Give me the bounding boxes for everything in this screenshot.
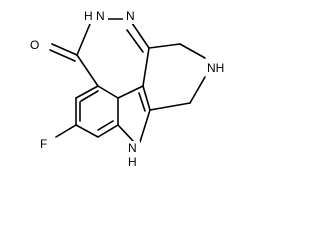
fluorine-label: F	[40, 137, 47, 151]
bond-benzene-2	[97, 85, 119, 99]
bond-benzene-4	[97, 124, 119, 138]
imine-nitrogen-label: N	[126, 9, 135, 23]
bond-pyrrole-right	[139, 109, 151, 143]
fluorine-backing	[38, 135, 50, 151]
imine-nitrogen-backing	[123, 8, 137, 24]
bond-imine-to-ring	[142, 47, 150, 87]
carbonyl-oxygen-label: O	[30, 38, 39, 52]
indole-nitrogen-backing	[126, 141, 140, 169]
bond-benzene-inner-2	[97, 120, 114, 131]
bond-imine-double-1	[131, 22, 150, 49]
bond-pyridine-1	[148, 43, 181, 49]
structure-canvas: O H N N NH N H F	[27, 8, 233, 169]
bond-pyridine-2	[179, 43, 206, 59]
bond-pyrrole-left	[117, 124, 136, 144]
amine-nitrogen-backing	[205, 60, 233, 76]
bond-pyridine-4	[149, 102, 191, 111]
indole-nitrogen-label: N	[128, 141, 137, 155]
bond-imine-double-2	[126, 29, 144, 53]
amide-hydrogen-label: H	[84, 9, 93, 23]
bond-fluorine	[55, 124, 77, 138]
bond-benzene-1	[75, 85, 99, 99]
indole-hydrogen-label: H	[128, 155, 137, 169]
chemical-structure: O H N N NH N H F	[27, 8, 233, 169]
bond-carbonyl-double-2	[49, 49, 76, 62]
amide-nitrogen-backing	[84, 8, 108, 24]
bond-fused-double	[138, 92, 146, 112]
bond-fused-top	[117, 85, 144, 99]
amine-nitrogen-label: NH	[207, 61, 224, 75]
bond-benzene-5	[75, 124, 99, 138]
amide-nitrogen-label: N	[96, 9, 105, 23]
bond-fused-mid	[142, 85, 151, 111]
bond-carbonyl-double-1	[51, 43, 78, 56]
bond-pyridine-3	[189, 76, 206, 104]
bond-amide-c-n	[76, 23, 91, 56]
bond-benzene-inner-1	[80, 90, 99, 102]
bond-carbonyl-ring	[76, 54, 99, 87]
carbonyl-oxygen-backing	[27, 36, 41, 52]
